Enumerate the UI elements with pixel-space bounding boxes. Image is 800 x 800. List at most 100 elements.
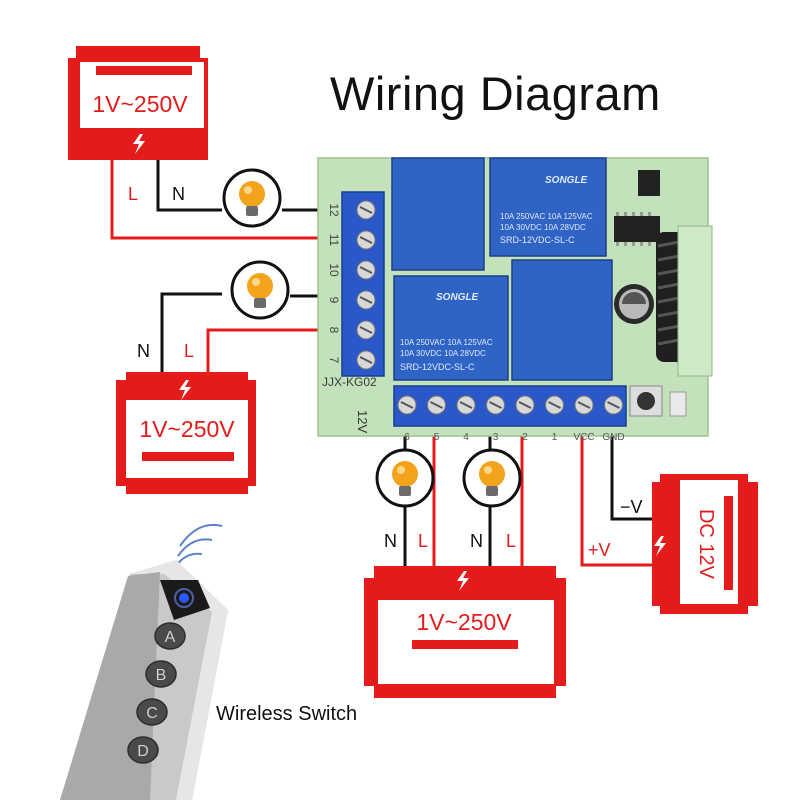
relay-3	[393, 275, 509, 381]
remote-button-b[interactable]: B	[145, 660, 177, 688]
bottom-pin-label: 2	[522, 432, 528, 443]
remote-button-label: D	[137, 743, 149, 760]
bottom-terminal-screw	[427, 395, 446, 415]
relay-2-rating-1: 10A 250VAC 10A 125VAC	[500, 212, 593, 221]
wire-top-l	[110, 160, 338, 240]
bottom-terminal-screw	[574, 395, 594, 415]
relay-1	[391, 157, 485, 271]
board-voltage: 12V	[355, 410, 370, 433]
learn-button	[629, 385, 663, 417]
bottom-pin-label: GND	[602, 432, 624, 443]
label-n-bulb3: N	[384, 531, 397, 551]
label-l-top: L	[128, 184, 138, 204]
bottom-pin-label: 5	[434, 432, 440, 443]
remote-control-icon: A B C D	[60, 524, 228, 800]
relay-2	[489, 157, 607, 257]
remote-button-label: C	[146, 705, 158, 722]
light-bulb-icon	[230, 260, 290, 320]
wire-mid-l	[206, 328, 338, 372]
relay-3-rating-1: 10A 250VAC 10A 125VAC	[400, 338, 493, 347]
bottom-pin-label: VCC	[573, 432, 594, 443]
label-n-top: N	[172, 184, 185, 204]
supply-top-left: 1V~250V	[68, 46, 208, 160]
bottom-pin-label: 4	[463, 432, 469, 443]
left-terminal-screw	[356, 230, 376, 250]
wire-labels: L N N L N L N L −V +V	[128, 184, 643, 560]
supply-bottom: 1V~250V	[364, 566, 566, 698]
bottom-terminal-screw	[604, 395, 623, 415]
relay-board: SONGLE 10A 250VAC 10A 125VAC 10A 30VDC 1…	[317, 157, 713, 443]
bottom-terminal-screw	[515, 395, 535, 415]
bottom-terminal-screws	[397, 395, 623, 415]
supply-top-left-voltage: 1V~250V	[92, 91, 188, 117]
wire-vcc	[580, 430, 660, 567]
remote-button-d[interactable]: D	[127, 736, 159, 764]
remote-caption: Wireless Switch	[216, 703, 358, 725]
supply-dc: DC 12V	[652, 474, 758, 614]
relay-3-part: SRD-12VDC-SL-C	[400, 362, 475, 372]
left-terminal-block	[341, 191, 385, 377]
board-model: JJX-KG02	[322, 375, 377, 389]
left-terminal-screw	[356, 320, 376, 340]
label-l-pin2: L	[506, 531, 516, 551]
bottom-terminal-screw	[456, 395, 476, 415]
left-pin-labels: 12 11 10 9 8 7	[327, 203, 341, 363]
label-l-mid: L	[184, 341, 194, 361]
left-pin-label: 7	[327, 357, 341, 364]
relay-2-rating-2: 10A 30VDC 10A 28VDC	[500, 223, 586, 232]
relay-4	[511, 259, 613, 381]
label-minus-v: −V	[620, 497, 643, 517]
wire-gnd	[610, 430, 660, 521]
lightning-icon	[179, 380, 191, 400]
left-pin-label: 12	[327, 203, 341, 217]
bulbs	[222, 168, 522, 508]
label-n-bulb4: N	[470, 531, 483, 551]
supply-bottom-voltage: 1V~250V	[416, 609, 512, 635]
lightning-icon	[654, 536, 666, 556]
left-pin-label: 11	[327, 234, 341, 247]
bottom-terminal-screw	[486, 395, 505, 415]
relays: SONGLE 10A 250VAC 10A 125VAC 10A 30VDC 1…	[391, 157, 613, 381]
left-pin-label: 10	[327, 263, 341, 277]
supply-mid-left-voltage: 1V~250V	[139, 416, 235, 442]
led-indicator	[179, 593, 189, 603]
left-terminal-screw	[356, 260, 376, 280]
relay-3-rating-2: 10A 30VDC 10A 28VDC	[400, 349, 486, 358]
lightning-icon	[457, 571, 469, 591]
diagram-title: Wiring Diagram	[330, 67, 661, 120]
wire-mid-n	[160, 292, 222, 372]
relay-3-brand: SONGLE	[436, 292, 479, 303]
left-terminal-screw	[356, 350, 376, 370]
remote-button-label: A	[165, 629, 176, 646]
bottom-pin-label: 1	[552, 432, 558, 443]
left-terminal-screw	[356, 200, 376, 220]
bottom-terminal-screw	[397, 395, 417, 415]
left-terminal-screws	[356, 200, 376, 370]
relay-2-part: SRD-12VDC-SL-C	[500, 235, 575, 245]
bottom-pin-labels: 6 5 4 3 2 1 VCC GND	[404, 432, 624, 443]
remote-button-c[interactable]: C	[136, 698, 168, 726]
remote-button-a[interactable]: A	[154, 622, 186, 650]
lightning-icon	[133, 134, 145, 154]
label-l-pin5: L	[418, 531, 428, 551]
label-n-mid: N	[137, 341, 150, 361]
bottom-pin-label: 3	[493, 432, 499, 443]
left-terminal-screw	[356, 290, 376, 310]
label-plus-v: +V	[588, 540, 611, 560]
wires	[110, 160, 660, 567]
ic-chip-1	[638, 170, 660, 196]
bottom-pin-label: 6	[404, 432, 410, 443]
remote-button-label: B	[156, 667, 167, 684]
supply-mid-left: 1V~250V	[116, 372, 256, 494]
capacitor	[614, 284, 654, 324]
relay-2-brand: SONGLE	[545, 175, 588, 186]
supply-dc-voltage: DC 12V	[695, 509, 717, 580]
left-pin-label: 9	[327, 297, 341, 304]
bottom-terminal-screw	[545, 395, 564, 415]
light-bulb-icon	[375, 448, 435, 508]
left-pin-label: 8	[327, 327, 341, 334]
light-bulb-icon	[222, 168, 282, 228]
remote-buttons: A B C D	[127, 622, 186, 764]
light-bulb-icon	[462, 448, 522, 508]
